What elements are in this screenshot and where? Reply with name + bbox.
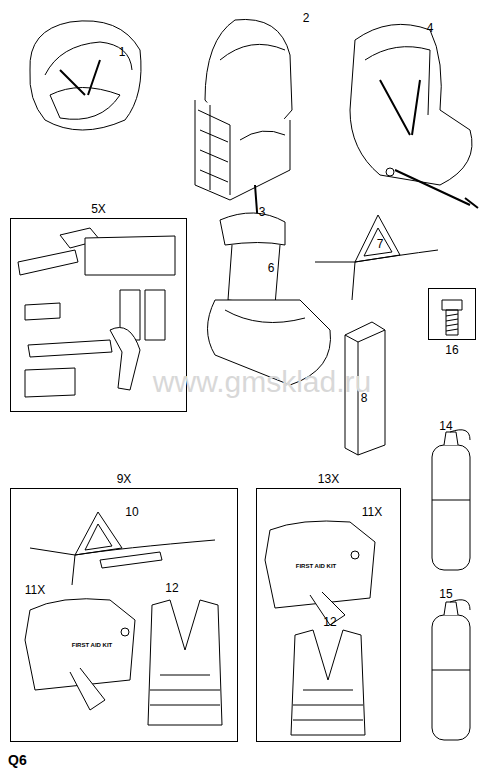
- booster-seat: [208, 213, 331, 385]
- callout-number: 12: [165, 581, 178, 595]
- first-aid-bag: [25, 599, 135, 710]
- seat-belt-kit: [18, 228, 175, 397]
- callout-number: 11X: [25, 583, 45, 597]
- callout-number: 4: [427, 21, 434, 35]
- callout-number: 9X: [11, 472, 237, 486]
- infant-carrier-isofix: [195, 19, 292, 225]
- kit-print: FIRST AID KIT: [72, 642, 112, 648]
- warning-triangle: [315, 215, 438, 300]
- part-box: 9X: [10, 488, 238, 742]
- callout-number: 12: [323, 615, 336, 629]
- safety-vest: [291, 630, 365, 735]
- callout-number: 7: [377, 237, 384, 251]
- callout-number: 1: [119, 45, 126, 59]
- callout-number: 5X: [11, 202, 186, 216]
- child-seat-isofix: [350, 24, 478, 208]
- watermark: www.gmsklad.ru: [153, 365, 371, 399]
- callout-number: 14: [439, 419, 452, 433]
- callout-number: 6: [268, 261, 275, 275]
- first-aid-bag: [265, 521, 375, 625]
- callout-number: 13X: [257, 472, 400, 486]
- page-code: Q6: [8, 752, 27, 768]
- safety-vest: [148, 600, 222, 725]
- callout-number: 2: [303, 11, 310, 25]
- infant-carrier: [30, 21, 141, 130]
- bolt: [442, 300, 462, 335]
- fire-extinguisher: [432, 430, 470, 570]
- triangle-kit: [30, 512, 215, 585]
- kit-print: FIRST AID KIT: [296, 563, 336, 569]
- callout-number: 10: [125, 505, 138, 519]
- callout-number: 15: [439, 587, 452, 601]
- part-box: 16: [428, 288, 476, 340]
- callout-number: 3: [259, 205, 266, 219]
- fire-extinguisher: [432, 600, 470, 740]
- callout-number: 16: [429, 343, 475, 357]
- callout-number: 11X: [362, 505, 382, 519]
